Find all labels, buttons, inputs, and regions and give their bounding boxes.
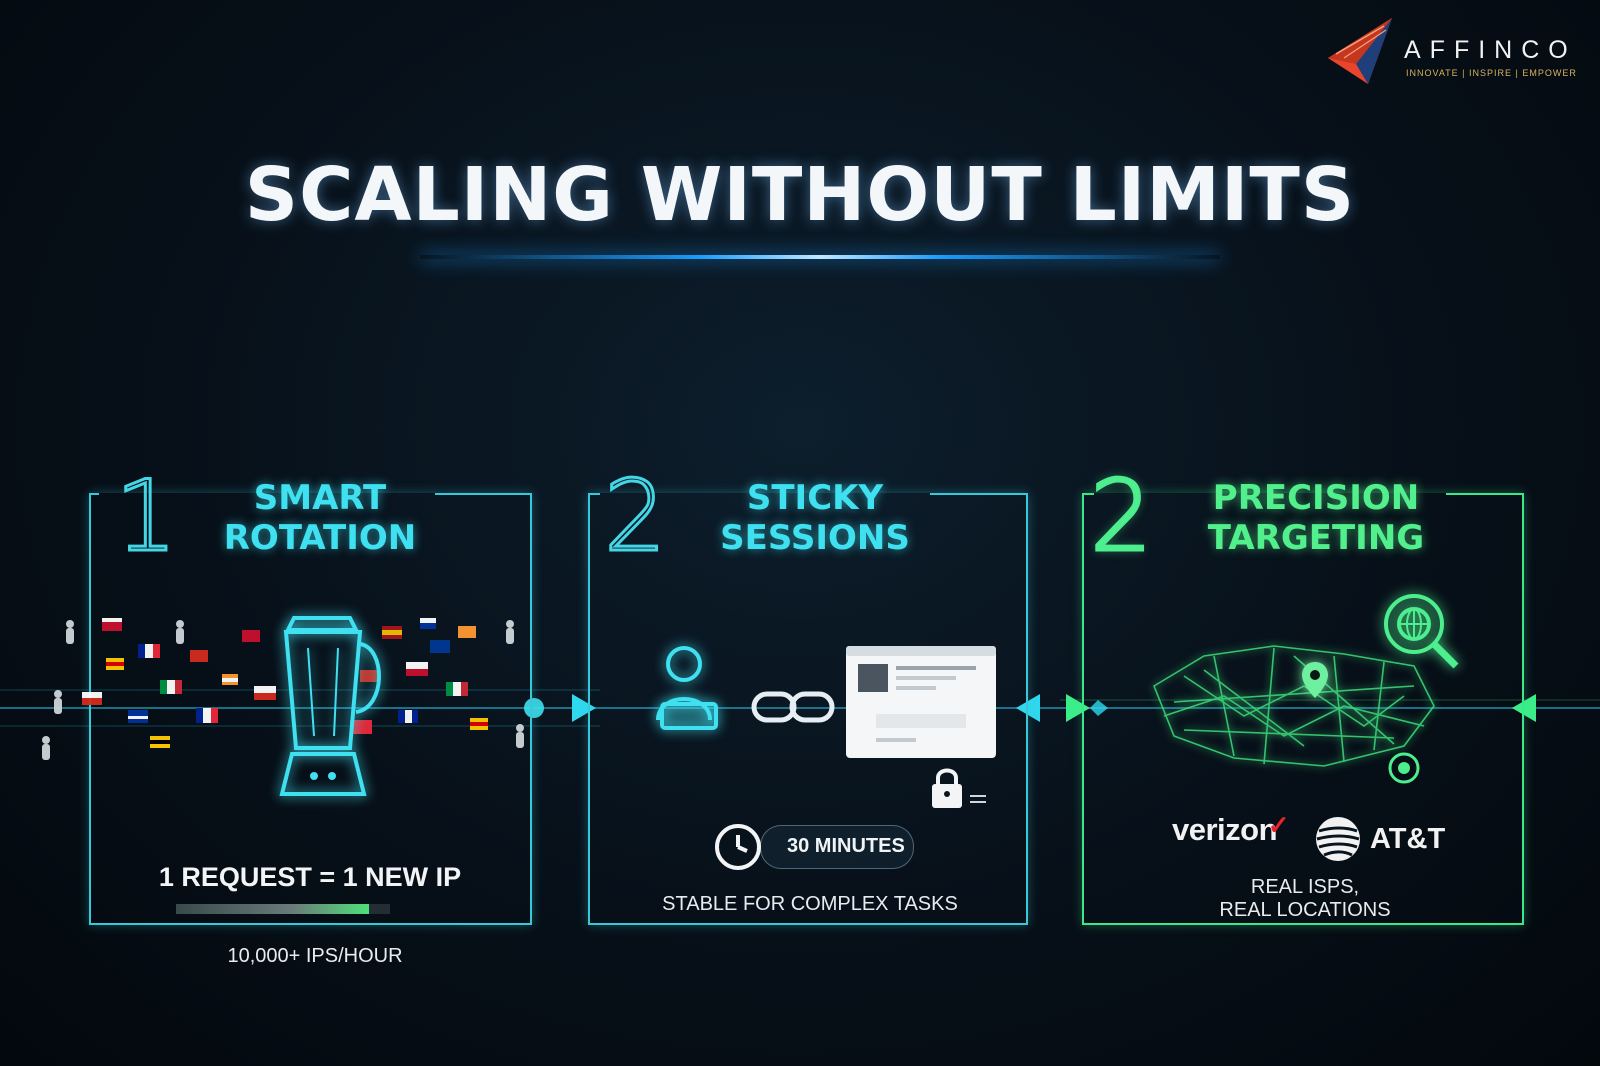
- paper-plane-icon: [1328, 18, 1392, 84]
- panel-3-caption-line2: REAL LOCATIONS: [1219, 899, 1391, 921]
- panel-2-cap-left: [588, 493, 600, 495]
- panel-3-number: 2: [1088, 459, 1153, 576]
- panel-2-title-line1: STICKY: [746, 478, 884, 518]
- verizon-check-icon: ✓: [1267, 810, 1290, 840]
- panel-2-caption: STABLE FOR COMPLEX TASKS: [662, 893, 958, 915]
- lock-icon: [932, 768, 986, 808]
- target-icon: [1388, 752, 1420, 784]
- panel-1-title: SMART ROTATION: [215, 478, 425, 558]
- panel-1-stat: 1 REQUEST = 1 NEW IP: [158, 862, 462, 892]
- flags-cloud: [42, 618, 524, 760]
- panel-1-progress-bar: [176, 904, 390, 914]
- page-title: SCALING WITHOUT LIMITS: [244, 152, 1356, 238]
- blender-icon: [279, 616, 381, 796]
- session-duration-label: 30 MINUTES: [787, 835, 905, 857]
- panel-3-title-line2: TARGETING: [1207, 518, 1425, 558]
- map-icon: [1153, 645, 1435, 767]
- panel-1-cap-right: [435, 493, 532, 495]
- panel-1-cap-left: [89, 493, 99, 495]
- panel-1-title-line1: SMART: [253, 478, 387, 518]
- globe-search-icon: [1384, 594, 1459, 669]
- panel-smart-rotation: [89, 493, 532, 925]
- panel-precision-targeting: [1082, 493, 1524, 925]
- panel-2-cap-right: [930, 493, 1028, 495]
- user-icon: [656, 646, 718, 730]
- panel-3-caption: REAL ISPS, REAL LOCATIONS: [1150, 876, 1460, 922]
- panel-3-cap-right: [1446, 493, 1524, 495]
- att-globe-icon: [1316, 817, 1360, 861]
- session-duration-pill: 30 MINUTES: [760, 825, 914, 869]
- browser-window-icon: [846, 646, 996, 758]
- title-underline-glow: [420, 255, 1220, 259]
- chain-link-icon: [751, 691, 835, 723]
- panel-1-number: 1: [113, 459, 178, 576]
- panel-1-progress-fill: [176, 904, 369, 914]
- panel-3-title-line1: PRECISION: [1212, 478, 1420, 518]
- panel-sticky-sessions: [588, 493, 1028, 925]
- location-pin-icon: [1302, 662, 1328, 698]
- panel-1-caption: 10,000+ IPS/HOUR: [227, 945, 403, 967]
- panel-3-cap-left: [1082, 493, 1094, 495]
- panel-3-caption-line1: REAL ISPS,: [1250, 876, 1360, 898]
- clock-icon: [715, 824, 761, 870]
- panel-2-title: STICKY SESSIONS: [710, 478, 920, 558]
- carrier-verizon-logo: verizon ✓: [1172, 810, 1290, 848]
- carrier-att-label: AT&T: [1370, 823, 1446, 855]
- panel-1-title-line2: ROTATION: [223, 518, 417, 558]
- carrier-verizon-label: verizon: [1172, 812, 1278, 847]
- panel-3-title: PRECISION TARGETING: [1196, 478, 1436, 558]
- brand-logo: AFFINCO INNOVATE | INSPIRE | EMPOWER: [1322, 14, 1576, 90]
- brand-tagline: INNOVATE | INSPIRE | EMPOWER: [1406, 68, 1577, 78]
- panel-2-number: 2: [602, 459, 667, 576]
- brand-name: AFFINCO: [1404, 36, 1577, 64]
- panel-2-title-line2: SESSIONS: [720, 518, 910, 558]
